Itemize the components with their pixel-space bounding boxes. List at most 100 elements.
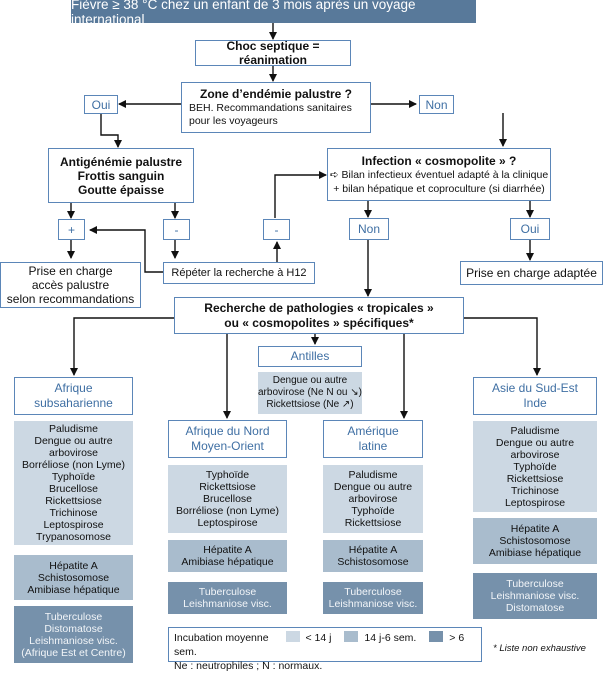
disease-item: Dengue ou autre	[272, 375, 348, 386]
disease-item: Paludisme	[510, 424, 560, 437]
legend-medium: 14 j-6 sem.	[364, 632, 417, 644]
legend-long: > 6 sem.	[174, 632, 465, 658]
legend-label: Incubation moyenne	[174, 632, 269, 644]
disease-item: Hépatite A	[510, 523, 560, 535]
cosmo-line-2: + bilan hépatique et coproculture (si di…	[333, 182, 545, 195]
cosmo-title: Infection « cosmopolite » ?	[361, 153, 517, 168]
region-name-line-1: Amérique	[347, 424, 399, 438]
disease-item: Typhoïde	[513, 460, 557, 473]
disease-item: Tuberculose	[198, 586, 257, 598]
disease-item: Typhoïde	[351, 505, 395, 517]
disease-item: Rickettsiose (Ne ↗)	[266, 399, 354, 410]
disease-item: Rickettsiose	[344, 517, 402, 529]
disease-item: Trichinose	[510, 484, 560, 497]
region-asie-sud-est: Asie du Sud-Est Inde	[473, 377, 597, 415]
disease-item: Leishmaniose visc.	[183, 598, 272, 610]
disease-item: arbovirose	[48, 447, 99, 459]
label-oui-cosmo: Oui	[510, 218, 550, 240]
label-negative-left: -	[163, 219, 190, 240]
disease-item: (Afrique Est et Centre)	[21, 646, 126, 659]
region-name-line-2: Inde	[523, 396, 547, 410]
cosmo-line-1: ➪ Bilan infectieux éventuel adapté à la …	[329, 168, 549, 181]
disease-item: Tuberculose	[344, 586, 402, 598]
disease-item: Leptospirose	[504, 496, 566, 509]
disease-item: arbovirose	[510, 448, 560, 461]
disease-item: Tuberculose	[506, 578, 564, 590]
region-name-line-1: Afrique du Nord	[185, 424, 270, 438]
footnote: * Liste non exhaustive	[493, 643, 586, 654]
disease-item: Trypanosomose	[36, 531, 111, 543]
region-name-line-2: latine	[358, 439, 388, 453]
disease-item: Schistosomose	[499, 535, 571, 547]
disease-item: Hépatite A	[203, 544, 252, 556]
disease-item: Amibiase hépatique	[488, 547, 582, 559]
disease-item: Leishmaniose visc.	[328, 598, 418, 610]
legend-swatch-long	[429, 631, 444, 642]
disease-item: Paludisme	[48, 423, 99, 435]
region-name-line-1: Afrique	[54, 381, 93, 395]
disease-item: Leishmaniose visc.	[29, 634, 118, 647]
disease-item: Rickettsiose	[506, 472, 564, 485]
disease-item: Typhoïde	[51, 471, 96, 483]
disease-item: Paludisme	[348, 469, 398, 481]
node-zone-endemie: Zone d’endémie palustre ? BEH. Recommand…	[181, 82, 371, 133]
disease-item: Distomatose	[505, 602, 565, 614]
legend-short: < 14 j	[305, 632, 332, 644]
title-banner: Fièvre ≥ 38 °C chez un enfant de 3 mois …	[71, 0, 476, 27]
legend-abbreviations: Ne : neutrophiles ; N : normaux.	[174, 660, 323, 672]
region-name-line-2: Moyen-Orient	[191, 439, 264, 453]
region-afrique-du-nord: Afrique du Nord Moyen-Orient	[168, 420, 287, 458]
disease-item: Leptospirose	[197, 517, 258, 529]
disease-item: Rickettsiose	[45, 495, 102, 507]
disease-item: Hépatite A	[348, 544, 398, 556]
region-antilles: Antilles	[258, 346, 362, 367]
disease-item: arbovirose (Ne N ou ↘)	[258, 387, 362, 398]
disease-item: Schistosomose	[37, 571, 110, 584]
legend-row-1: Incubation moyenne < 14 j 14 j-6 sem. > …	[174, 631, 476, 659]
arrow-minus-cosmo	[274, 171, 327, 218]
region-name-line-1: Asie du Sud-Est	[491, 381, 579, 395]
disease-item: Amibiase hépatique	[181, 556, 274, 568]
incubation-legend: Incubation moyenne < 14 j 14 j-6 sem. > …	[168, 627, 482, 672]
disease-item: arbovirose	[348, 493, 398, 505]
disease-item: Brucellose	[202, 493, 253, 505]
recherche-line-2: ou « cosmopolites » spécifiques*	[224, 315, 414, 330]
node-choc-septique: Choc septique = réanimation	[195, 39, 351, 67]
region-name-line-2: subsaharienne	[34, 396, 113, 410]
disease-item: Hépatite A	[49, 559, 98, 572]
node-repeter-h12: Répéter la recherche à H12	[163, 262, 315, 284]
label-oui-palustre: Oui	[84, 95, 118, 114]
region-afrique-subsaharienne: Afrique subsaharienne	[14, 377, 133, 415]
prise-palu-line-3: selon recommandations	[6, 292, 135, 306]
disease-item: Borréliose (non Lyme)	[22, 459, 125, 471]
disease-item: Schistosomose	[337, 556, 409, 568]
disease-item: Typhoïde	[205, 469, 250, 481]
region-amerique-latine: Amérique latine	[323, 420, 423, 458]
node-recherche-pathologies: Recherche de pathologies « tropicales » …	[174, 297, 464, 334]
disease-item: Leishmaniose visc.	[490, 590, 580, 602]
disease-item: Distomatose	[44, 622, 103, 635]
disease-item: Rickettsiose	[199, 481, 256, 493]
prise-palu-line-1: Prise en charge	[28, 264, 113, 278]
prise-palu-line-2: accès palustre	[31, 278, 110, 292]
label-positive: +	[58, 219, 85, 240]
antigen-line-1: Antigénémie palustre	[59, 154, 183, 169]
disease-item: Brucellose	[48, 483, 99, 495]
node-antigenemie: Antigénémie palustre Frottis sanguin Gou…	[48, 148, 194, 203]
arrow-recherche-asie	[464, 317, 541, 376]
label-negative-right: -	[263, 219, 290, 240]
arrow-repeter-plus	[89, 226, 165, 273]
arrow-recherche-afrique-sub	[70, 317, 174, 376]
node-prise-palustre: Prise en charge accès palustre selon rec…	[0, 262, 141, 308]
